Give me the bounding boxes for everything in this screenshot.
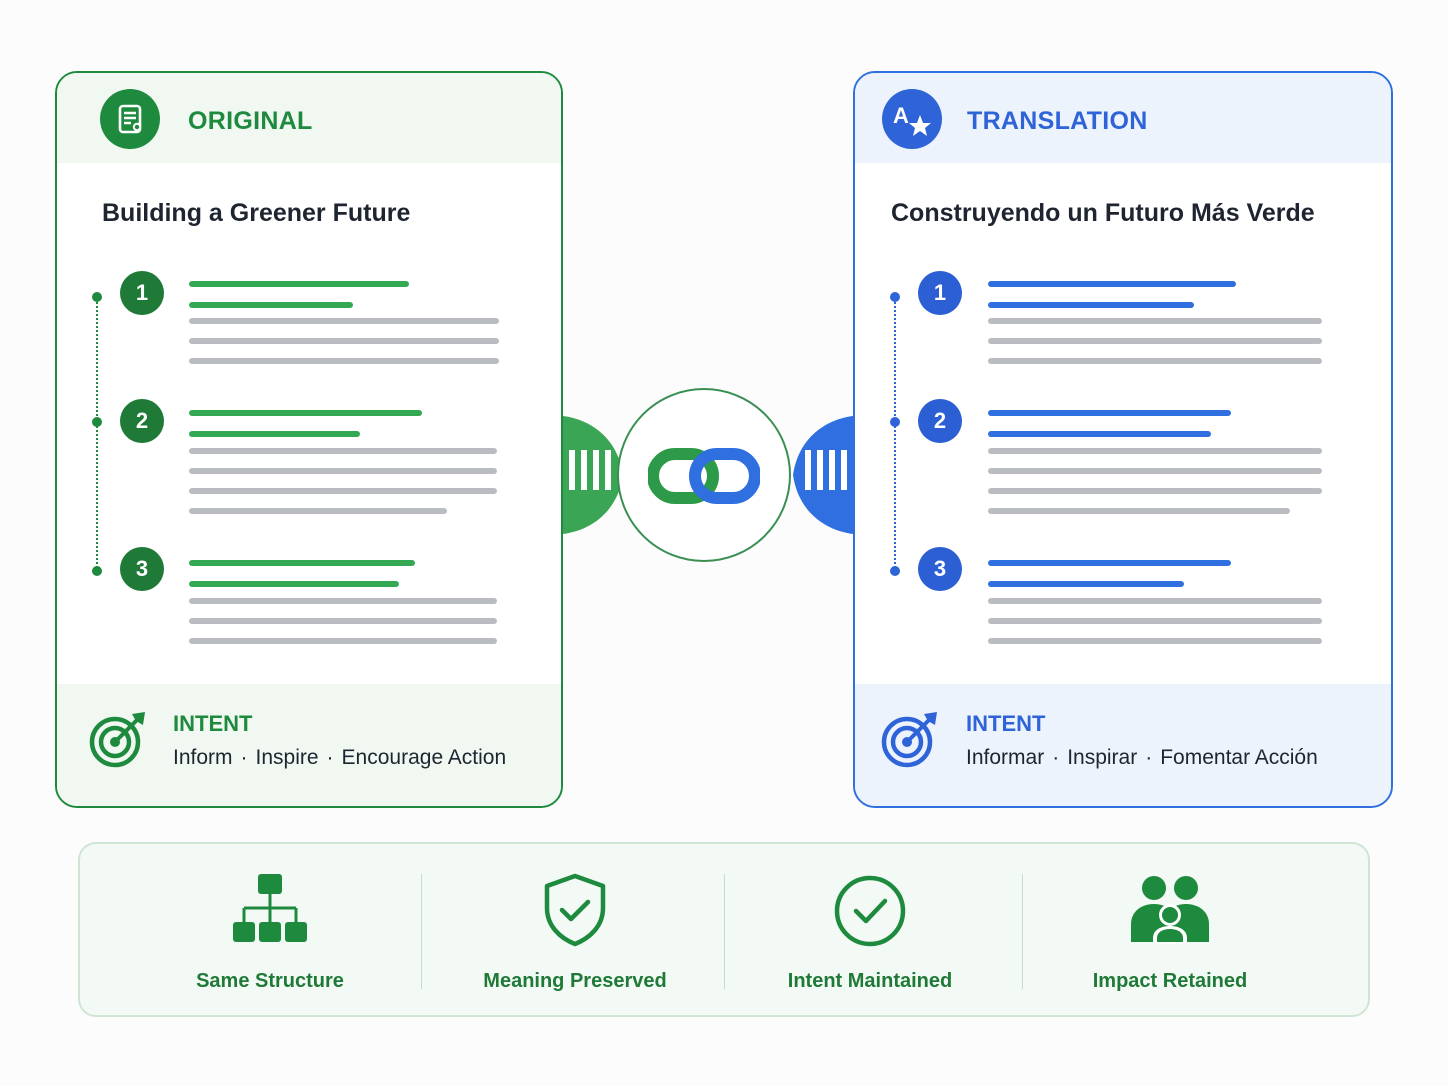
original-label: ORIGINAL [188,107,313,135]
text-line [189,318,499,324]
intent-item: Informar [966,746,1045,769]
divider [1022,874,1023,989]
section-number-1: 1 [918,271,962,315]
text-line [189,488,497,494]
target-icon [881,710,939,773]
intent-list: Informar · Inspirar · Fomentar Acción [966,746,1318,770]
text-line [988,448,1322,454]
intent-item: Inspirar [1067,746,1138,769]
text-line [189,598,497,604]
timeline-line [96,297,98,572]
section-number-3: 3 [120,547,164,591]
feature-same-structure: Same Structure [120,844,420,1019]
translation-title: Construyendo un Futuro Más Verde [891,199,1315,227]
text-line [189,618,497,624]
document-icon [100,89,160,149]
feature-label: Same Structure [196,970,344,992]
timeline-dot [92,292,102,302]
section-heading-line [988,281,1236,287]
separator-dot: · [1052,746,1060,769]
text-line [189,638,497,644]
intent-title: INTENT [966,711,1046,736]
section-heading-line [988,410,1231,416]
translation-intent-panel: INTENT Informar · Inspirar · Fomentar Acción [855,684,1391,806]
section-heading-line [988,302,1194,308]
section-number-2: 2 [120,399,164,443]
section-number-2: 2 [918,399,962,443]
text-line [988,618,1322,624]
section-heading-line [189,431,360,437]
timeline-dot [890,292,900,302]
text-line [189,508,447,514]
people-icon [1129,872,1211,951]
text-line [988,598,1322,604]
feature-label: Intent Maintained [787,970,953,992]
intent-item: Fomentar Acción [1160,746,1318,769]
target-icon [89,710,147,773]
intent-list: Inform · Inspire · Encourage Action [173,746,506,770]
hierarchy-icon [230,872,310,951]
original-card: ORIGINAL Building a Greener Future 1 2 3… [55,71,563,808]
section-heading-line [988,581,1184,587]
connector-bridge [563,380,853,570]
text-line [189,448,497,454]
text-line [988,318,1322,324]
divider [421,874,422,989]
text-line [988,338,1322,344]
feature-label: Impact Retained [1092,970,1248,992]
check-circle-icon [832,872,908,953]
text-line [988,508,1290,514]
original-title: Building a Greener Future [102,199,411,227]
text-line [189,358,499,364]
separator-dot: · [326,746,334,769]
section-heading-line [189,560,415,566]
original-header: ORIGINAL [57,73,561,163]
timeline-dot [92,566,102,576]
section-heading-line [189,302,353,308]
intent-item: Inspire [255,746,319,769]
section-heading-line [988,560,1231,566]
section-number-1: 1 [120,271,164,315]
section-heading-line [189,281,409,287]
text-line [189,338,499,344]
feature-label: Meaning Preserved [483,970,667,992]
separator-dot: · [240,746,248,769]
timeline-dot [890,566,900,576]
intent-item: Inform [173,746,233,769]
separator-dot: · [1145,746,1153,769]
divider [724,874,725,989]
section-heading-line [988,431,1211,437]
timeline-dot [890,417,900,427]
feature-impact-retained: Impact Retained [1020,844,1320,1019]
intent-item: Encourage Action [341,746,507,769]
timeline-dot [92,417,102,427]
svg-text:A: A [893,103,909,128]
section-number-3: 3 [918,547,962,591]
text-line [189,468,497,474]
summary-panel: Same Structure Meaning Preserved Intent … [78,842,1370,1017]
text-line [988,358,1322,364]
feature-intent-maintained: Intent Maintained [720,844,1020,1019]
shield-check-icon [542,872,608,953]
translation-card: A TRANSLATION Construyendo un Futuro Más… [853,71,1393,808]
feature-meaning-preserved: Meaning Preserved [425,844,725,1019]
intent-title: INTENT [173,711,253,736]
text-line [988,468,1322,474]
text-line [988,638,1322,644]
text-line [988,488,1322,494]
timeline-line [894,297,896,572]
original-intent-panel: INTENT Inform · Inspire · Encourage Action [57,684,561,806]
section-heading-line [189,410,422,416]
link-icon [647,446,761,511]
translation-header: A TRANSLATION [855,73,1391,163]
translation-label: TRANSLATION [967,107,1148,135]
translate-icon: A [882,89,942,149]
section-heading-line [189,581,399,587]
